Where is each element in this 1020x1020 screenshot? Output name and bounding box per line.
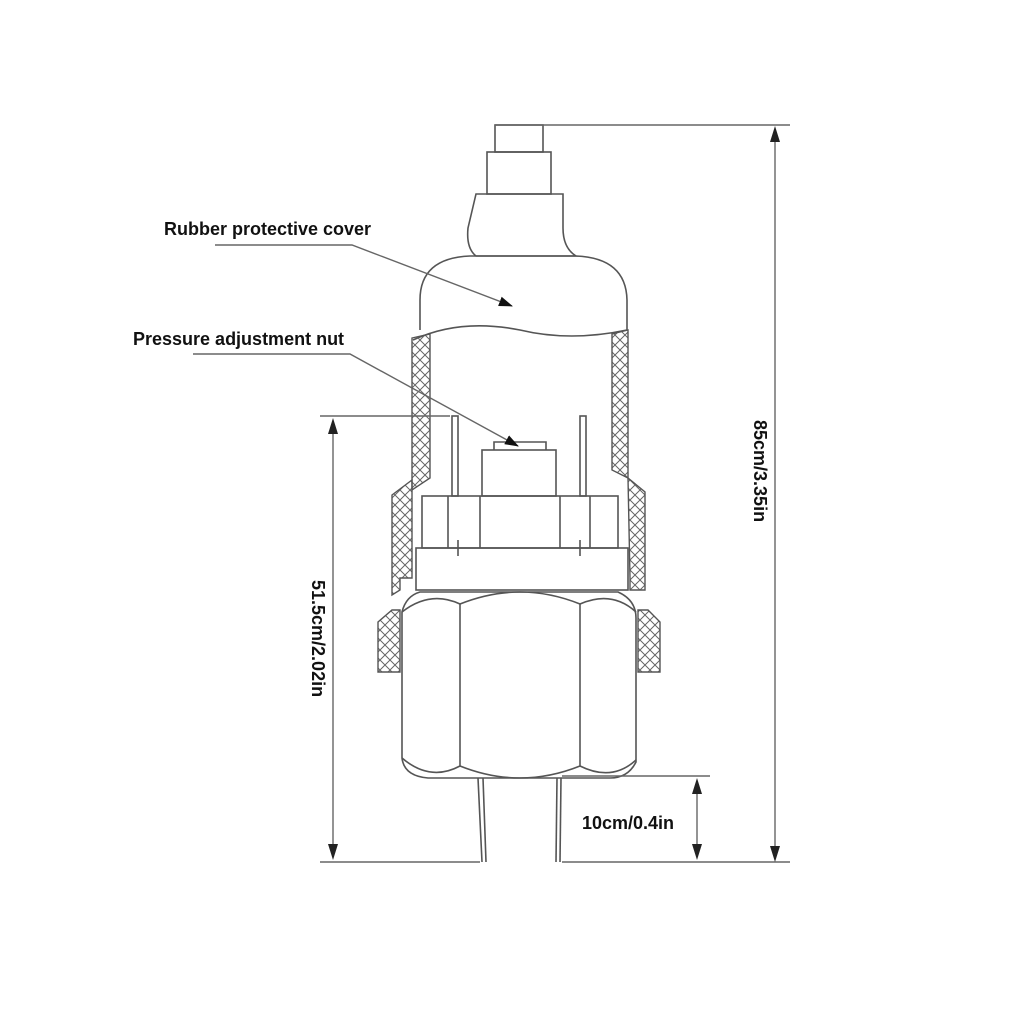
dimension-total-height: 85cm/3.35in xyxy=(495,124,790,863)
top-connector xyxy=(466,124,579,257)
rubber-cover xyxy=(377,255,661,673)
inner-mechanism xyxy=(415,415,629,591)
dimension-body-height: 51.5cm/2.02in xyxy=(308,415,480,863)
thread-height-label: 10cm/0.4in xyxy=(582,813,674,833)
total-height-label: 85cm/3.35in xyxy=(750,420,770,522)
label-adjust-nut: Pressure adjustment nut xyxy=(133,329,519,447)
rubber-cover-label: Rubber protective cover xyxy=(164,219,371,239)
label-rubber-cover: Rubber protective cover xyxy=(164,219,513,307)
body-height-label: 51.5cm/2.02in xyxy=(308,580,328,697)
hex-nut xyxy=(401,591,637,779)
dimension-thread-height: 10cm/0.4in xyxy=(562,775,710,860)
adjust-nut-label: Pressure adjustment nut xyxy=(133,329,344,349)
thread-stem xyxy=(477,777,562,863)
